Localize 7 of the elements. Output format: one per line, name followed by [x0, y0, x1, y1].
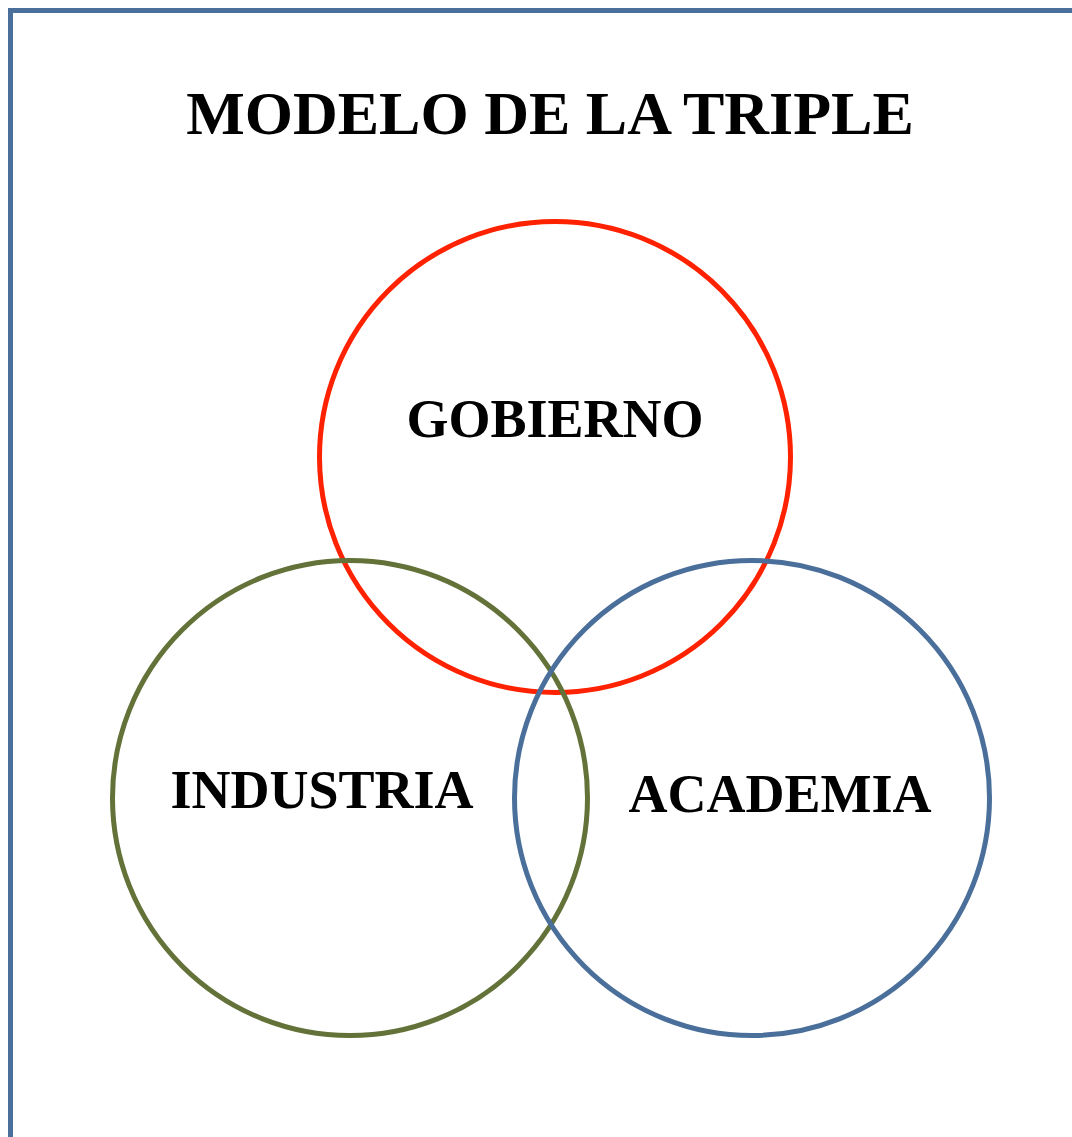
circle-label: ACADEMIA	[628, 763, 932, 825]
venn-circle	[317, 219, 793, 695]
diagram-title: MODELO DE LA TRIPLE	[185, 78, 915, 149]
circle-label: INDUSTRIA	[170, 759, 474, 821]
circle-label: GOBIERNO	[406, 388, 704, 450]
venn-circle	[110, 558, 590, 1038]
venn-circle	[512, 558, 992, 1038]
